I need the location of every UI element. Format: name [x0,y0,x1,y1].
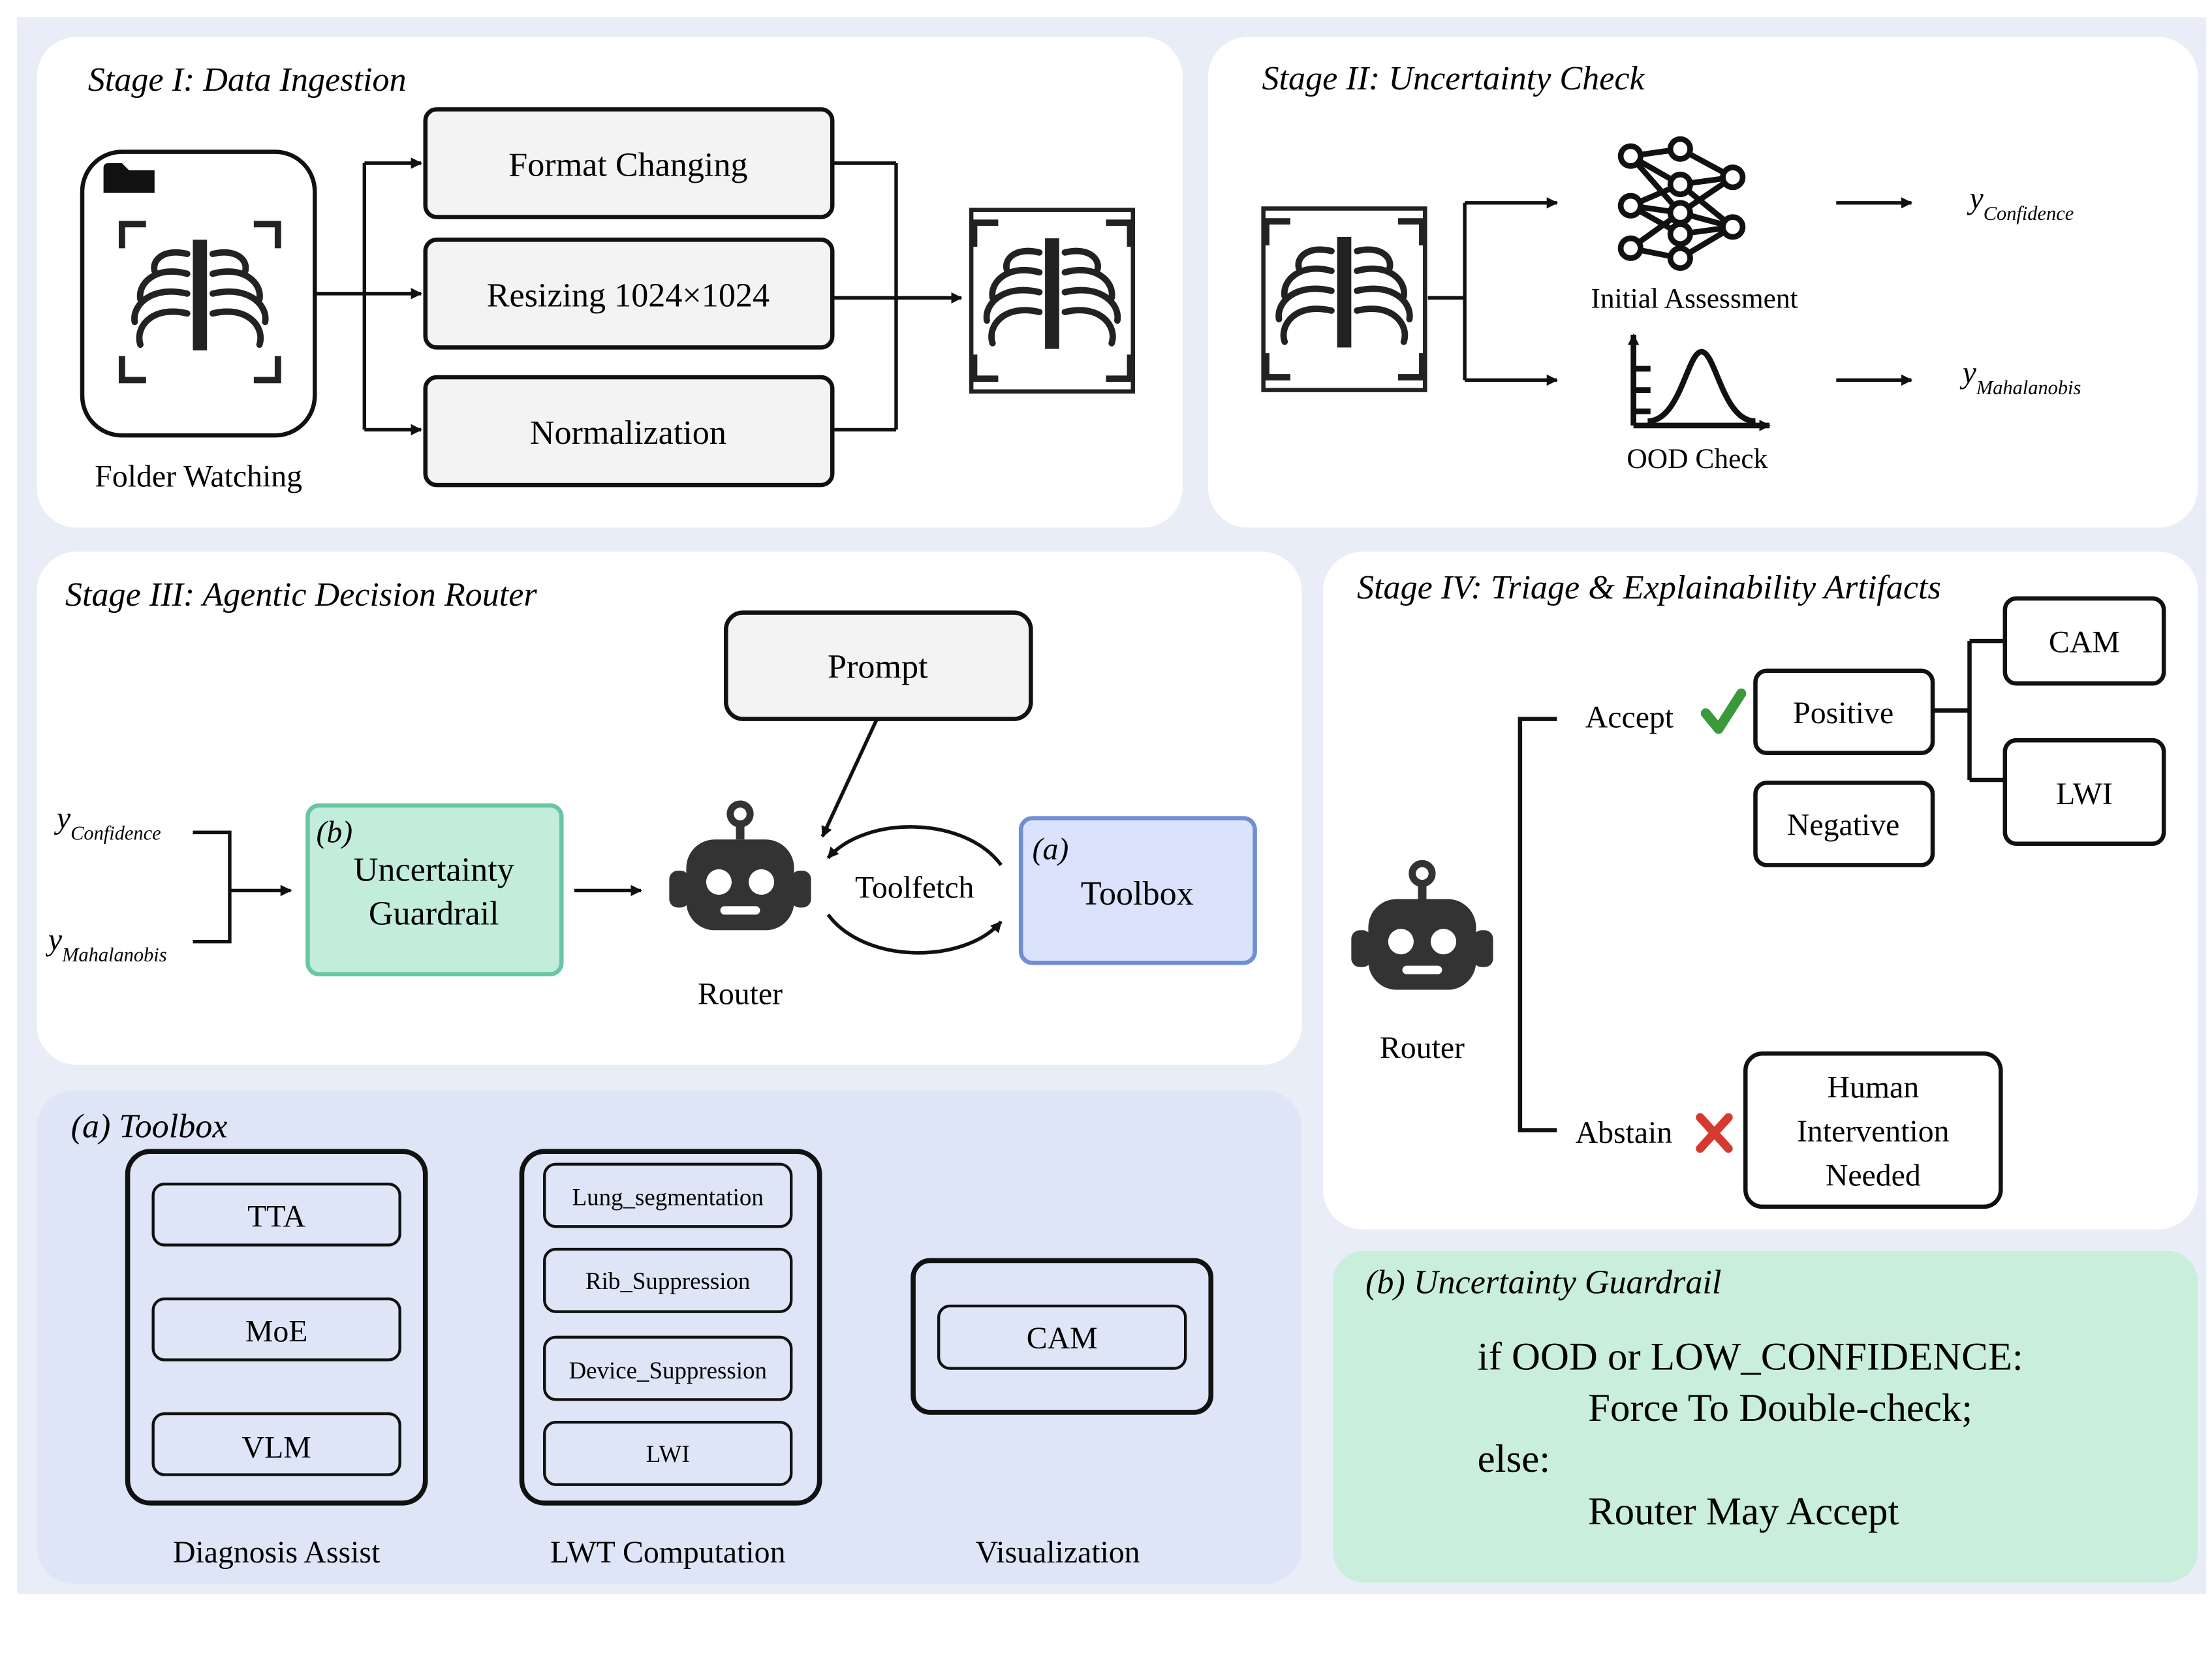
guardrail-code-line3: else: [1478,1437,1550,1481]
y-confidence-output: yConfidence [1967,181,2074,225]
guardrail-code-line1: if OOD or LOW_CONFIDENCE: [1478,1335,2023,1379]
positive-label: Positive [1793,696,1893,730]
human-line2: Intervention [1797,1114,1950,1149]
lwt-computation-label: LWT Computation [550,1535,786,1570]
normalization-label: Normalization [530,414,726,452]
human-line1: Human [1827,1070,1919,1105]
distribution-icon [1627,334,1771,431]
cam-artifact-box [2002,596,2166,686]
y-mahalanobis-output: yMahalanobis [1960,356,2081,399]
accept-label: Accept [1585,700,1674,735]
stage2-title: Stage II: Uncertainty Check [1262,60,1645,97]
stage2-panel: Stage II: Uncertainty Check [1207,37,2198,528]
lwt-computation-group [519,1149,822,1506]
rib-suppression-label: Rib_Suppression [585,1267,750,1294]
neural-network-icon [1617,136,1746,272]
toolbox-box [1018,816,1257,965]
prompt-label: Prompt [828,649,928,686]
visualization-group [911,1258,1214,1415]
human-intervention-box [1743,1051,2003,1209]
stage3-panel: Stage III: Agentic Decision Router yConf… [37,552,1302,1065]
moe-label: MoE [245,1314,308,1348]
diagnosis-assist-group [125,1149,428,1506]
tta-label: TTA [247,1199,306,1234]
rib-suppression-tool [543,1247,793,1313]
toolbox-panel: (a) Toolbox TTA MoE VLM Diagnosis Assist… [37,1090,1302,1584]
visualization-label: Visualization [976,1535,1140,1570]
guardrail-panel: (b) Uncertainty Guardrail if OOD or LOW_… [1333,1251,2198,1583]
device-suppression-tool [543,1335,793,1401]
cam-tool [937,1304,1187,1370]
negative-label: Negative [1787,808,1899,843]
ood-check-label: OOD Check [1627,443,1768,474]
lwi-tool [543,1420,793,1486]
cam-tool-label: CAM [1027,1321,1098,1356]
cam-artifact-label: CAM [2049,625,2120,659]
lwi-artifact-box [2002,738,2166,847]
router-label: Router [698,976,783,1011]
lung-seg-label: Lung_segmentation [572,1184,764,1211]
processed-xray-icon [969,208,1136,394]
y-confidence-input: yConfidence [54,801,161,844]
prompt-box [724,610,1033,721]
device-suppression-label: Device_Suppression [569,1357,767,1384]
initial-assessment-label: Initial Assessment [1591,283,1798,315]
guardrail-line2: Guardrail [369,895,499,933]
lwi-artifact-label: LWI [2056,777,2113,811]
cross-icon [1696,1113,1733,1153]
toolbox-panel-title: (a) Toolbox [71,1108,228,1145]
abstain-label: Abstain [1576,1115,1673,1150]
stage3-title: Stage III: Agentic Decision Router [65,576,537,614]
resizing-box [423,238,835,350]
guardrail-line1: Uncertainty [354,851,514,888]
guardrail-tag: (b) [316,815,352,850]
guardrail-code-line4: Router May Accept [1588,1490,1899,1534]
vlm-label: VLM [242,1430,311,1465]
human-line3: Needed [1826,1158,1921,1192]
negative-box [1753,781,1935,867]
toolbox-label: Toolbox [1081,875,1194,912]
stage4-panel: Stage IV: Triage & Explainability Artifa… [1322,552,2198,1230]
stage1-panel: Stage I: Data Ingestion Folder Watching … [37,37,1183,528]
lung-seg-tool [543,1162,793,1228]
lwi-label: LWI [646,1440,690,1467]
input-xray-icon [1261,206,1427,392]
triage-router-label: Router [1380,1031,1465,1065]
folder-watching-label: Folder Watching [95,459,302,493]
diagnosis-assist-label: Diagnosis Assist [173,1535,380,1570]
y-mahalanobis-input: yMahalanobis [46,923,167,966]
uncertainty-guardrail-box [305,803,564,976]
guardrail-code-line2: Force To Double-check; [1588,1386,1972,1430]
check-icon [1700,688,1747,734]
tta-tool [151,1182,401,1247]
moe-tool [151,1297,401,1361]
toolbox-tag: (a) [1033,832,1069,867]
vlm-tool [151,1412,401,1476]
resizing-label: Resizing 1024×1024 [487,277,770,314]
stage1-title: Stage I: Data Ingestion [88,61,407,99]
folder-icon [103,163,155,193]
guardrail-panel-title: (b) Uncertainty Guardrail [1365,1264,1721,1301]
toolfetch-label: Toolfetch [855,870,974,905]
stage4-title: Stage IV: Triage & Explainability Artifa… [1357,569,1941,606]
format-changing-label: Format Changing [508,147,747,184]
